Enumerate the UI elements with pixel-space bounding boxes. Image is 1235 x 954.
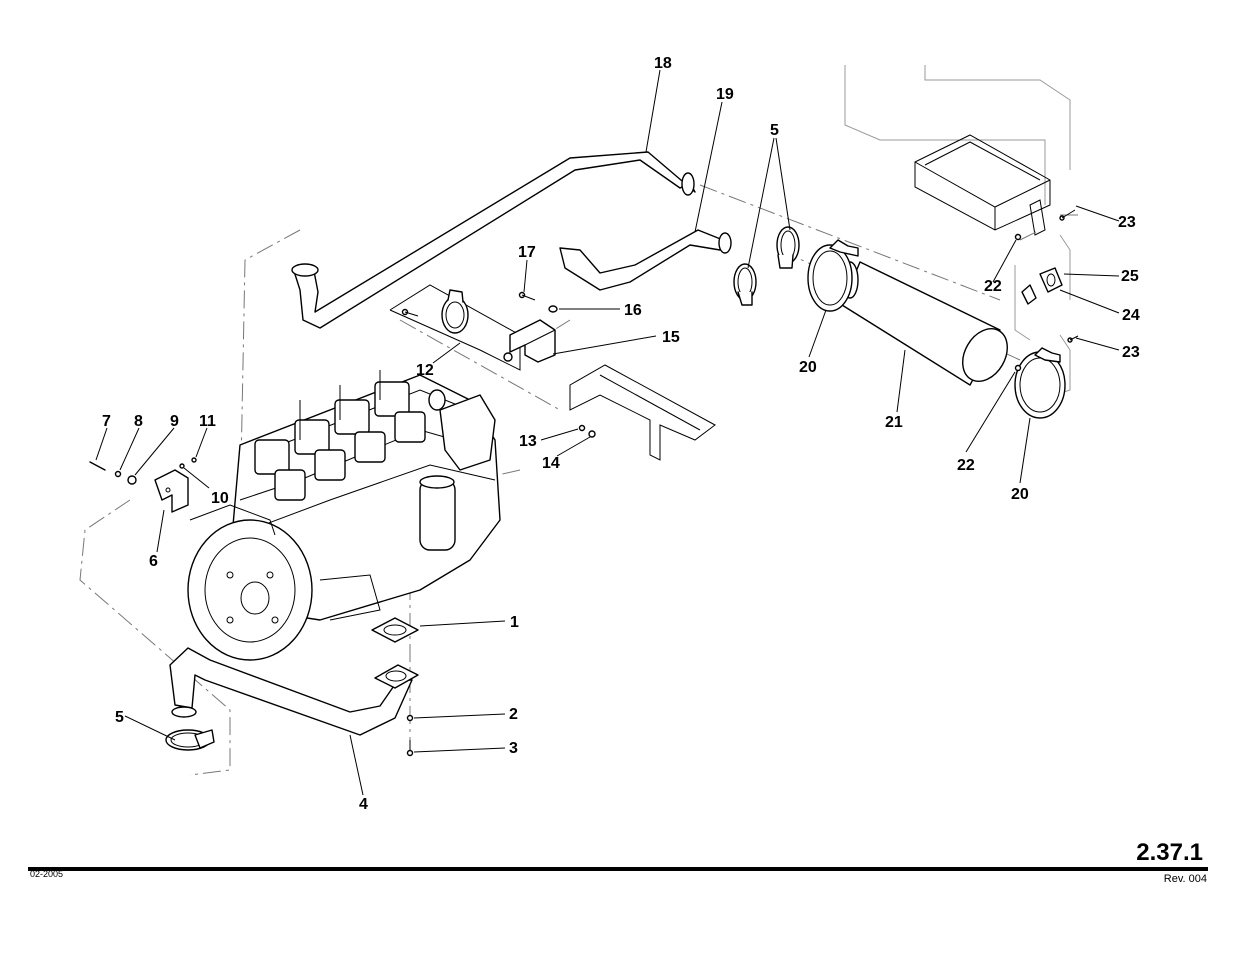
- callout-15: 15: [662, 329, 680, 346]
- exhaust-pipe-intermediate: [559, 229, 732, 291]
- callout-18: 18: [654, 55, 672, 72]
- footer-rule: [28, 867, 1208, 871]
- callout-24: 24: [1122, 307, 1140, 324]
- callout-2: 2: [509, 706, 518, 723]
- callout-23-lower: 23: [1122, 344, 1140, 361]
- engine-block: [187, 370, 501, 661]
- callout-labels: 18 19 5 17 16 15 12 13 14 7 8 9 11 10 6 …: [102, 55, 1140, 813]
- callout-7: 7: [102, 413, 111, 430]
- date-code: 02-2005: [30, 869, 64, 879]
- callout-22-lower: 22: [957, 457, 975, 474]
- revision-label: Rev. 004: [1163, 873, 1207, 885]
- page-number: 2.37.1: [1136, 839, 1203, 866]
- rear-bracket: [89, 457, 197, 513]
- callout-11: 11: [199, 413, 216, 430]
- muffler-clamps: [807, 239, 1066, 419]
- callout-1: 1: [510, 614, 519, 631]
- callout-17: 17: [518, 244, 536, 261]
- callout-5-upper: 5: [770, 122, 779, 139]
- callout-12: 12: [416, 362, 434, 379]
- callout-19: 19: [716, 86, 734, 103]
- mounting-tray: [914, 134, 1051, 236]
- callout-23-upper: 23: [1118, 214, 1136, 231]
- frame-outline: [844, 65, 1071, 401]
- callout-6: 6: [149, 553, 158, 570]
- callout-25: 25: [1121, 268, 1139, 285]
- callout-leaders: [95, 69, 1120, 796]
- callout-10: 10: [211, 490, 229, 507]
- isolator-mount: [1014, 209, 1079, 372]
- pipe-clamps-upper: [733, 226, 800, 306]
- callout-4: 4: [359, 796, 368, 813]
- callout-5-lower: 5: [115, 709, 124, 726]
- callout-13: 13: [519, 433, 537, 450]
- callout-9: 9: [170, 413, 179, 430]
- exhaust-pipe-lower: [169, 617, 419, 757]
- callout-8: 8: [134, 413, 143, 430]
- support-bracket: [509, 291, 558, 363]
- callout-16: 16: [624, 302, 642, 319]
- exhaust-pipe-upper: [291, 151, 696, 329]
- callout-3: 3: [509, 740, 518, 757]
- pipe-clamp-bracket: [389, 284, 521, 371]
- callout-21: 21: [885, 414, 903, 431]
- callout-20-lower: 20: [1011, 486, 1029, 503]
- crossmember: [569, 364, 716, 461]
- callout-22-upper: 22: [984, 278, 1002, 295]
- callout-20-upper: 20: [799, 359, 817, 376]
- pipe-clamp-lower: [165, 729, 215, 751]
- callout-14: 14: [542, 455, 560, 472]
